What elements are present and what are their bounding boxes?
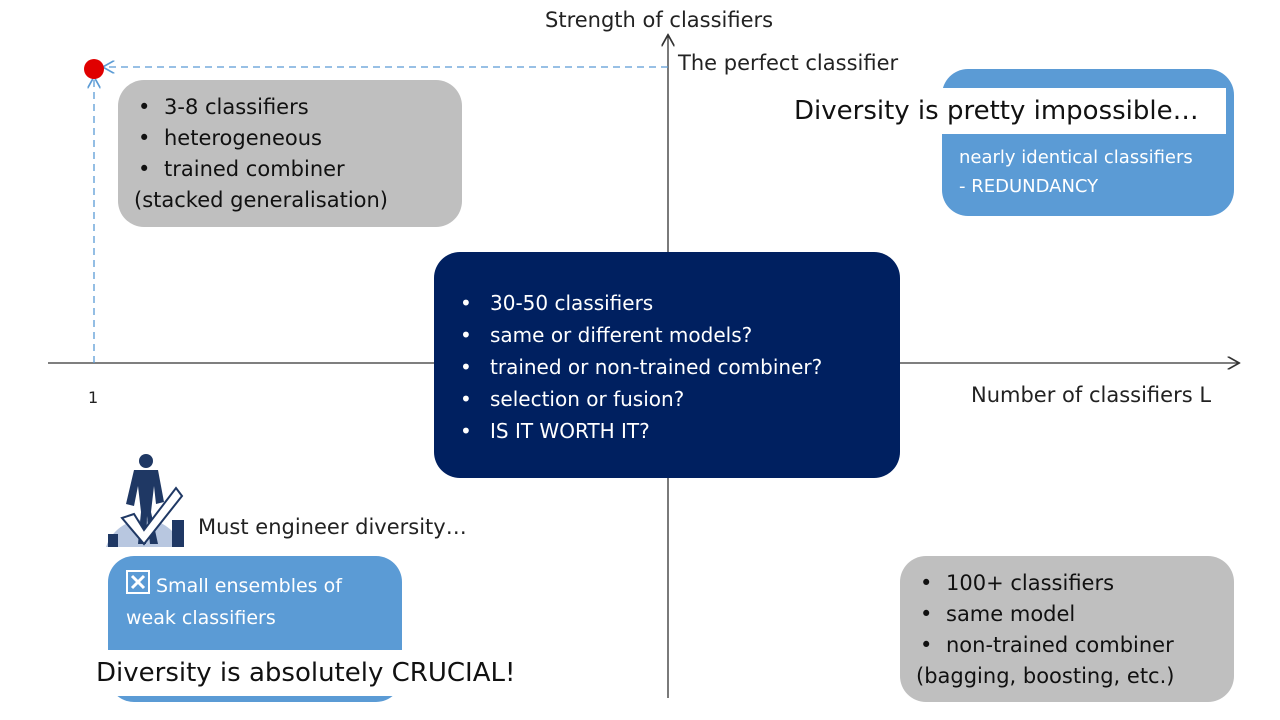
bottom-right-note: (bagging, boosting, etc.) <box>916 664 1175 688</box>
center-item-2: same or different models? <box>456 319 900 351</box>
bottom-right-item-1: 100+ classifiers <box>916 568 1234 599</box>
bottom-left-line-1: Small ensembles of <box>156 575 342 597</box>
bottom-right-item-3: non-trained combiner <box>916 630 1234 661</box>
bottom-left-caption: Must engineer diversity… <box>198 515 467 539</box>
center-item-4: selection or fusion? <box>456 383 900 415</box>
center-item-3: trained or non-trained combiner? <box>456 351 900 383</box>
bottom-right-item-2: same model <box>916 599 1234 630</box>
top-left-item-2: heterogeneous <box>134 123 462 154</box>
y-axis-label: Strength of classifiers <box>545 8 774 32</box>
bottom-left-callout: Diversity is absolutely CRUCIAL! <box>88 650 528 696</box>
x-axis-label: Number of classifiers L <box>971 383 1212 407</box>
engineer-figure-icon <box>106 454 184 547</box>
center-box: 30-50 classifiers same or different mode… <box>434 252 900 478</box>
perfect-classifier-label: The perfect classifier <box>678 51 899 75</box>
top-right-line-2: - REDUNDANCY <box>959 176 1099 197</box>
top-left-item-1: 3-8 classifiers <box>134 92 462 123</box>
top-right-line-1: nearly identical classifiers <box>959 147 1193 168</box>
center-item-1: 30-50 classifiers <box>456 287 900 319</box>
x-checkbox-icon <box>126 570 150 594</box>
center-item-5: IS IT WORTH IT? <box>456 415 900 447</box>
x-axis-tick-1: 1 <box>88 388 99 407</box>
top-left-box: 3-8 classifiers heterogeneous trained co… <box>118 80 462 227</box>
top-left-note: (stacked generalisation) <box>134 188 388 212</box>
bottom-left-line-2: weak classifiers <box>126 607 276 629</box>
top-left-item-3: trained combiner <box>134 154 462 185</box>
top-right-callout: Diversity is pretty impossible… <box>786 88 1226 134</box>
bottom-right-box: 100+ classifiers same model non-trained … <box>900 556 1234 702</box>
perfect-classifier-dot <box>84 59 104 79</box>
